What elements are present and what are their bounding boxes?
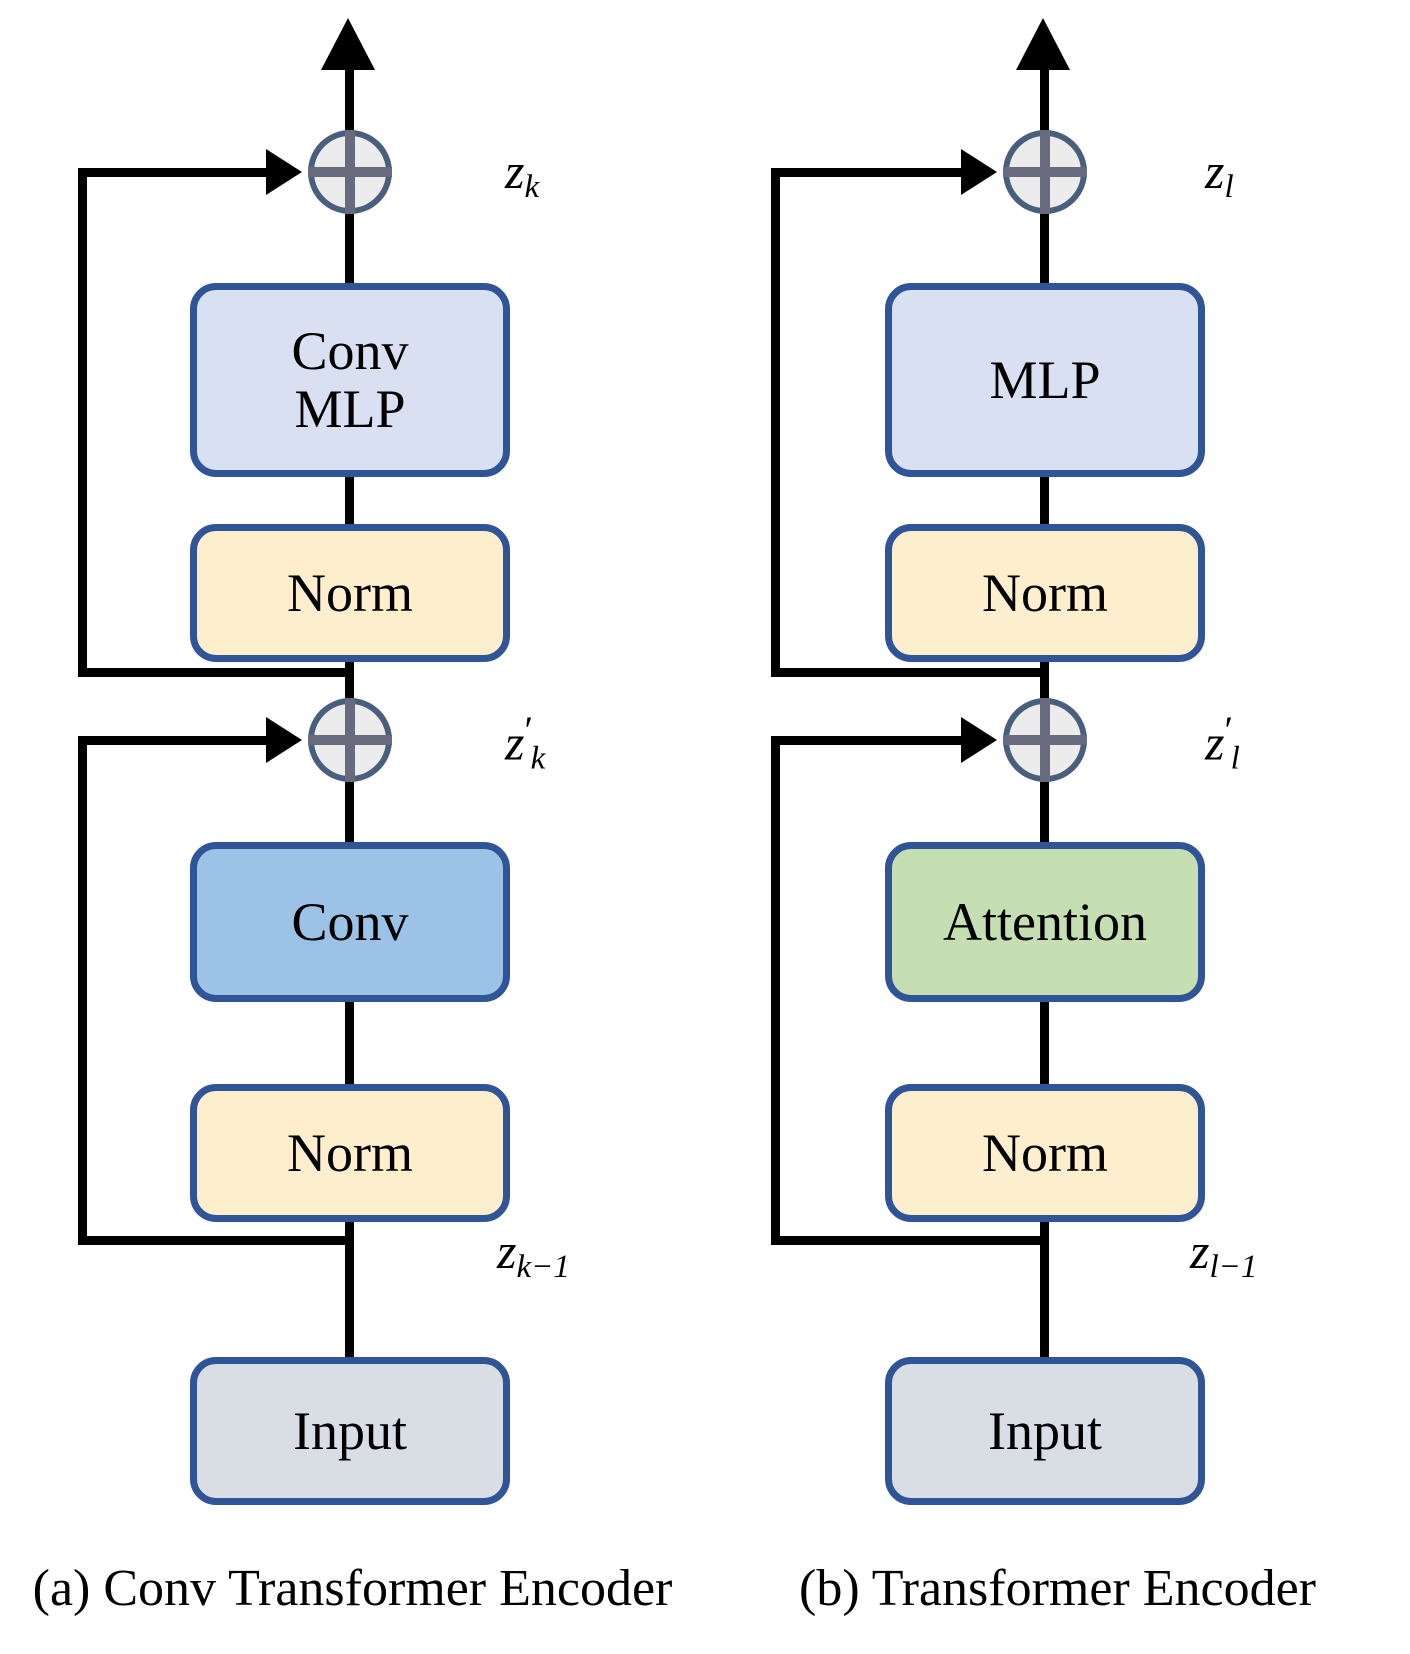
signal-label-zl-prime: z′l — [1205, 708, 1240, 778]
block-norm-lower-label: Norm — [287, 1122, 413, 1183]
skip-outer-arrowhead-b — [961, 149, 997, 195]
signal-zk-base: z — [505, 143, 525, 199]
signal-zlm1-base: z — [1190, 1223, 1210, 1279]
block-conv-mlp[interactable]: Conv MLP — [190, 283, 510, 477]
signal-label-zk-prime: z′k — [505, 708, 545, 778]
connector-mlp-to-add2 — [1040, 210, 1049, 285]
output-line-a — [345, 60, 354, 180]
panel-conv-transformer-encoder: Conv MLP Norm Conv Norm — [32, 18, 673, 1617]
skip-inner-top-b — [771, 736, 969, 745]
skip-inner-bottom-a — [78, 1236, 350, 1245]
connector-norm2-to-add1 — [345, 655, 354, 740]
skip-inner-arrowhead-b — [961, 717, 997, 763]
connector-add1-to-attention — [1040, 778, 1049, 846]
connector-mlp-to-norm2 — [1040, 470, 1049, 530]
block-norm-upper-b-label: Norm — [982, 562, 1108, 623]
connector-attention-to-norm1 — [1040, 995, 1049, 1090]
connector-norm1-to-input-b — [1040, 1215, 1049, 1363]
block-attention-label: Attention — [943, 891, 1147, 952]
signal-zl-sub: l — [1224, 169, 1234, 206]
signal-zlp-base: z — [1205, 714, 1225, 771]
block-norm-lower[interactable]: Norm — [190, 1084, 510, 1222]
output-arrowhead-b — [1016, 18, 1070, 70]
signal-zlp-sub: l — [1230, 740, 1240, 777]
block-input-b[interactable]: Input — [885, 1357, 1205, 1505]
block-mlp[interactable]: MLP — [885, 283, 1205, 477]
skip-outer-top-a — [78, 168, 274, 177]
block-norm-upper-label: Norm — [287, 562, 413, 623]
signal-zkp-base: z — [505, 714, 525, 771]
connector-convmlp-to-norm2 — [345, 470, 354, 530]
signal-zkm1-sub: k−1 — [516, 1249, 570, 1286]
signal-label-zl: zl — [1205, 142, 1234, 206]
block-attention[interactable]: Attention — [885, 842, 1205, 1002]
add-node-zk-prime — [308, 698, 392, 782]
signal-label-zk: zk — [505, 142, 539, 206]
skip-inner-left-a — [78, 736, 87, 1240]
signal-zkp-prime: ′ — [522, 709, 531, 752]
signal-zlm1-sub: l−1 — [1209, 1249, 1258, 1286]
skip-outer-left-b — [771, 168, 780, 674]
block-norm-upper[interactable]: Norm — [190, 524, 510, 662]
caption-panel-b: (b) Transformer Encoder — [799, 1560, 1316, 1617]
add-node-zk — [308, 130, 392, 214]
skip-outer-top-b — [771, 168, 969, 177]
connector-convmlp-to-add2 — [345, 210, 354, 285]
signal-zkm1-base: z — [497, 1223, 517, 1279]
output-arrowhead-a — [321, 18, 375, 70]
signal-zlp-prime: ′ — [1222, 709, 1231, 752]
signal-label-zk-minus-1: zk−1 — [497, 1222, 570, 1286]
block-conv[interactable]: Conv — [190, 842, 510, 1002]
signal-zk-sub: k — [524, 169, 540, 206]
output-line-b — [1040, 60, 1049, 180]
block-conv-mlp-label: Conv MLP — [291, 320, 409, 439]
signal-zl-base: z — [1205, 143, 1225, 199]
skip-outer-left-a — [78, 168, 87, 674]
add-node-zl-prime — [1003, 698, 1087, 782]
skip-outer-bottom-b — [771, 668, 1045, 677]
add-node-zl — [1003, 130, 1087, 214]
block-norm-lower-b[interactable]: Norm — [885, 1084, 1205, 1222]
block-input-b-label: Input — [988, 1400, 1102, 1461]
block-norm-upper-b[interactable]: Norm — [885, 524, 1205, 662]
connector-conv-to-norm1 — [345, 995, 354, 1090]
block-input[interactable]: Input — [190, 1357, 510, 1505]
skip-inner-left-b — [771, 736, 780, 1240]
skip-inner-top-a — [78, 736, 274, 745]
signal-label-zl-minus-1: zl−1 — [1190, 1222, 1257, 1286]
skip-outer-bottom-a — [78, 668, 350, 677]
connector-add1-to-conv — [345, 778, 354, 846]
block-mlp-label: MLP — [989, 349, 1101, 410]
skip-inner-arrowhead-a — [266, 717, 302, 763]
caption-panel-a: (a) Conv Transformer Encoder — [32, 1560, 673, 1617]
block-norm-lower-b-label: Norm — [982, 1122, 1108, 1183]
block-conv-label: Conv — [291, 891, 409, 952]
skip-inner-bottom-b — [771, 1236, 1045, 1245]
signal-zkp-sub: k — [530, 740, 546, 777]
block-input-label: Input — [293, 1400, 407, 1461]
skip-outer-arrowhead-a — [266, 149, 302, 195]
panel-transformer-encoder: MLP Norm Attention Norm Input — [705, 0, 1410, 1654]
connector-norm1-to-input — [345, 1215, 354, 1363]
connector-norm2-to-add1-b — [1040, 655, 1049, 740]
